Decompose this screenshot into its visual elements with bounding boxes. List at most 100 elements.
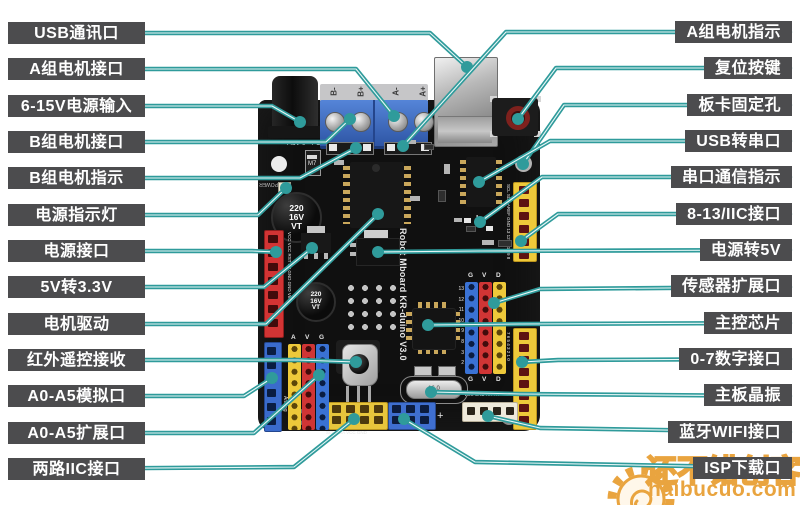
label-power-input: 6-15V电源输入 bbox=[8, 95, 145, 117]
ic-notch bbox=[372, 164, 380, 172]
sensor-row-gnd-strip bbox=[465, 282, 478, 374]
label-power-indicator: 电源指示灯 bbox=[8, 204, 145, 226]
mounting-hole-top-left bbox=[271, 156, 287, 172]
sensor-row-vcc-strip bbox=[479, 282, 492, 374]
sensor-row-data-strip bbox=[493, 282, 506, 374]
smd-component bbox=[466, 226, 476, 232]
pin-hole bbox=[374, 416, 383, 424]
smd-component bbox=[482, 240, 494, 245]
terminal-screw-1 bbox=[325, 112, 345, 132]
pin-hole bbox=[392, 405, 401, 413]
gvd-label-g: G bbox=[468, 272, 474, 279]
capacitor-220uf: 220 16V VT bbox=[296, 282, 336, 322]
regulator-3v3-leg bbox=[324, 253, 328, 259]
pin-hole bbox=[268, 305, 278, 313]
terminal-screw-3 bbox=[388, 112, 408, 132]
pin-hole bbox=[332, 405, 341, 413]
motor-driver-pins bbox=[343, 166, 350, 224]
watermark-site-url: haibucuo.com bbox=[648, 478, 797, 501]
ir-receiver-leg bbox=[357, 386, 360, 402]
label-5v-to-3v3: 5V转3.3V bbox=[8, 276, 145, 298]
motor-b-led-strip bbox=[326, 142, 374, 155]
mounting-hole-top-right bbox=[515, 155, 532, 172]
upper-pin-labels: SCL SDA AREF GND 13 12 11 10 9 8 bbox=[506, 184, 511, 260]
label-usb-to-serial: USB转串口 bbox=[685, 130, 792, 152]
pin-hole bbox=[519, 225, 529, 233]
ir-receiver-dome bbox=[349, 354, 369, 374]
led bbox=[363, 144, 371, 151]
regulator-3v3-body bbox=[301, 233, 331, 253]
label-serial-indicator: 串口通信指示 bbox=[670, 166, 792, 188]
terminal-screw-4 bbox=[414, 112, 434, 132]
usb-serial-pins bbox=[496, 160, 502, 204]
usb-serial-pins bbox=[460, 160, 466, 204]
pin-hole bbox=[267, 361, 276, 369]
usb-serial-chip bbox=[466, 157, 496, 207]
led bbox=[387, 144, 395, 151]
pin-hole bbox=[268, 277, 278, 285]
pin-hole bbox=[467, 407, 475, 415]
mcu-pins bbox=[406, 312, 412, 344]
pin-hole bbox=[268, 249, 278, 257]
terminal-divider bbox=[373, 100, 375, 146]
smd-component bbox=[408, 140, 416, 144]
gvd-label-d: D bbox=[496, 376, 501, 383]
diode-m7-label: M7 bbox=[308, 161, 317, 167]
label-analog-port: A0-A5模拟口 bbox=[8, 385, 145, 407]
avg-label-v: V bbox=[305, 334, 310, 341]
label-motor-a-indicator: A组电机指示 bbox=[675, 21, 792, 43]
usb-b-front-face bbox=[438, 116, 492, 143]
label-mcu: 主控芯片 bbox=[703, 312, 792, 334]
smd-component bbox=[444, 164, 450, 174]
regulator-5v-body bbox=[356, 238, 400, 266]
gvd-label-g: G bbox=[468, 376, 474, 383]
label-motor-b-indicator: B组电机指示 bbox=[8, 167, 145, 189]
ir-receiver-leg bbox=[368, 386, 371, 402]
avg-label-g: G bbox=[319, 334, 325, 341]
dc-jack-flange bbox=[268, 126, 322, 138]
label-digital-0-7: 0-7数字接口 bbox=[679, 348, 792, 370]
label-analog-expansion: A0-A5扩展口 bbox=[8, 422, 145, 444]
pin-hole bbox=[268, 263, 278, 271]
bt-pin-silk: VCC GND RX TX bbox=[464, 392, 500, 397]
pin-hole bbox=[420, 416, 429, 424]
pin-hole bbox=[519, 186, 529, 194]
pin-hole bbox=[332, 416, 341, 424]
label-bt-wifi: 蓝牙WIFI接口 bbox=[668, 421, 792, 443]
mcu-pins bbox=[454, 312, 460, 344]
pin-hole bbox=[519, 332, 529, 340]
label-motor-a-connector: A组电机接口 bbox=[8, 58, 145, 80]
pin-hole bbox=[519, 356, 529, 364]
smd-component bbox=[414, 366, 432, 376]
serial-led bbox=[486, 226, 493, 231]
pin-hole bbox=[374, 405, 383, 413]
pin-hole bbox=[519, 238, 529, 246]
pin-hole bbox=[267, 375, 276, 383]
pin-hole bbox=[360, 405, 369, 413]
pin-hole bbox=[268, 235, 278, 243]
terminal-label-a-minus: A- bbox=[391, 87, 401, 96]
pin-hole bbox=[420, 405, 429, 413]
label-crystal: 主板晶振 bbox=[703, 384, 792, 406]
crystal-oscillator: 16.0 bbox=[406, 380, 462, 399]
pin-hole bbox=[519, 392, 529, 400]
gvd-label-v: V bbox=[482, 272, 487, 279]
pin-hole bbox=[267, 403, 276, 411]
regulator-5v-leg bbox=[350, 243, 356, 247]
diode-band bbox=[307, 155, 317, 159]
label-ir-receiver: 红外遥控接收 bbox=[8, 349, 145, 371]
pin-hole bbox=[267, 389, 276, 397]
smd-component bbox=[438, 366, 456, 376]
pin-hole bbox=[519, 380, 529, 388]
regulator-5v-leg bbox=[350, 252, 356, 256]
reset-button-cap bbox=[506, 106, 530, 130]
pin-hole bbox=[268, 319, 278, 327]
label-reset-button: 复位按键 bbox=[703, 57, 792, 79]
iic-pin-silk: SCL SDA VCC GND bbox=[326, 430, 367, 435]
pin-hole bbox=[519, 199, 529, 207]
power-pin-silk: VCC VCC RST 5V GND GND Vin bbox=[287, 232, 292, 300]
terminal-screw-2 bbox=[351, 112, 371, 132]
pin-hole bbox=[267, 347, 276, 355]
pin-hole bbox=[493, 407, 501, 415]
